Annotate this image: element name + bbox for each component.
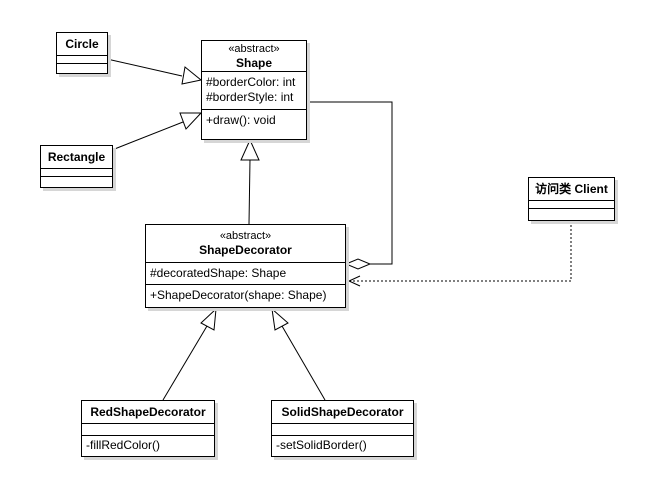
solid-shape-decorator-operation: -setSolidBorder() [276, 438, 367, 452]
rectangle-operations [41, 177, 112, 185]
aggregation-line [307, 101, 393, 265]
rectangle-attributes [41, 169, 112, 177]
shape-decorator-attributes: #decoratedShape: Shape [146, 263, 345, 285]
red-shape-decorator-attributes [82, 424, 214, 436]
rectangle-generalization-line [111, 121, 184, 151]
shape-decorator-class[interactable]: «abstract» ShapeDecorator #decoratedShap… [145, 224, 346, 308]
shape-decorator-stereotype: «abstract» [219, 230, 272, 242]
circle-class-name: Circle [65, 37, 99, 51]
solid-shape-decorator-class-header: SolidShapeDecorator [272, 401, 413, 424]
shape-decorator-class-name: ShapeDecorator [199, 243, 292, 257]
circle-class-header: Circle [57, 33, 107, 56]
shape-decorator-class-header: «abstract» ShapeDecorator [146, 225, 345, 263]
red-shape-decorator-class-header: RedShapeDecorator [82, 401, 214, 424]
client-attributes [529, 201, 614, 209]
shape-attributes: #borderColor: int #borderStyle: int [202, 72, 306, 110]
red-shape-decorator-operation: -fillRedColor() [86, 438, 161, 452]
shape-operations: +draw(): void [202, 110, 306, 129]
red-generalization-arrowhead [200, 307, 217, 331]
shape-decorator-operation: +ShapeDecorator(shape: Shape) [150, 288, 327, 302]
red-generalization-line [162, 325, 208, 401]
red-shape-decorator-operations: -fillRedColor() [82, 436, 214, 454]
circle-generalization-line [106, 58, 183, 77]
red-shape-decorator-class-name: RedShapeDecorator [90, 405, 206, 419]
dependency-arrowhead [347, 275, 361, 287]
client-operations [529, 209, 614, 217]
rectangle-class-header: Rectangle [41, 146, 112, 169]
decorator-generalization-arrowhead [240, 138, 260, 161]
aggregation-diamond [344, 258, 372, 270]
shape-class[interactable]: «abstract» Shape #borderColor: int #bord… [201, 40, 307, 140]
solid-shape-decorator-class-name: SolidShapeDecorator [281, 405, 404, 419]
rectangle-generalization-arrowhead [179, 112, 203, 130]
shape-decorator-attribute: #decoratedShape: Shape [150, 266, 287, 280]
solid-generalization-line [281, 325, 326, 401]
circle-generalization-arrowhead [181, 66, 203, 85]
shape-class-header: «abstract» Shape [202, 41, 306, 72]
circle-operations [57, 64, 107, 72]
client-class-name: 访问类 Client [535, 182, 608, 196]
shape-attribute: #borderStyle: int [206, 90, 294, 104]
solid-shape-decorator-operations: -setSolidBorder() [272, 436, 413, 454]
shape-stereotype: «abstract» [228, 43, 280, 55]
rectangle-class[interactable]: Rectangle [40, 145, 113, 188]
client-class[interactable]: 访问类 Client [528, 177, 615, 221]
solid-shape-decorator-class[interactable]: SolidShapeDecorator -setSolidBorder() [271, 400, 414, 457]
shape-attribute: #borderColor: int [206, 75, 296, 89]
shape-operation: +draw(): void [206, 113, 276, 127]
circle-attributes [57, 56, 107, 64]
rectangle-class-name: Rectangle [47, 150, 106, 164]
red-shape-decorator-class[interactable]: RedShapeDecorator -fillRedColor() [81, 400, 215, 457]
decorator-generalization-line [248, 158, 251, 225]
solid-generalization-arrowhead [271, 307, 289, 331]
client-class-header: 访问类 Client [529, 178, 614, 201]
shape-class-name: Shape [235, 56, 272, 70]
dependency-line [350, 221, 572, 282]
solid-shape-decorator-attributes [272, 424, 413, 436]
shape-decorator-operations: +ShapeDecorator(shape: Shape) [146, 285, 345, 304]
circle-class[interactable]: Circle [56, 32, 108, 74]
